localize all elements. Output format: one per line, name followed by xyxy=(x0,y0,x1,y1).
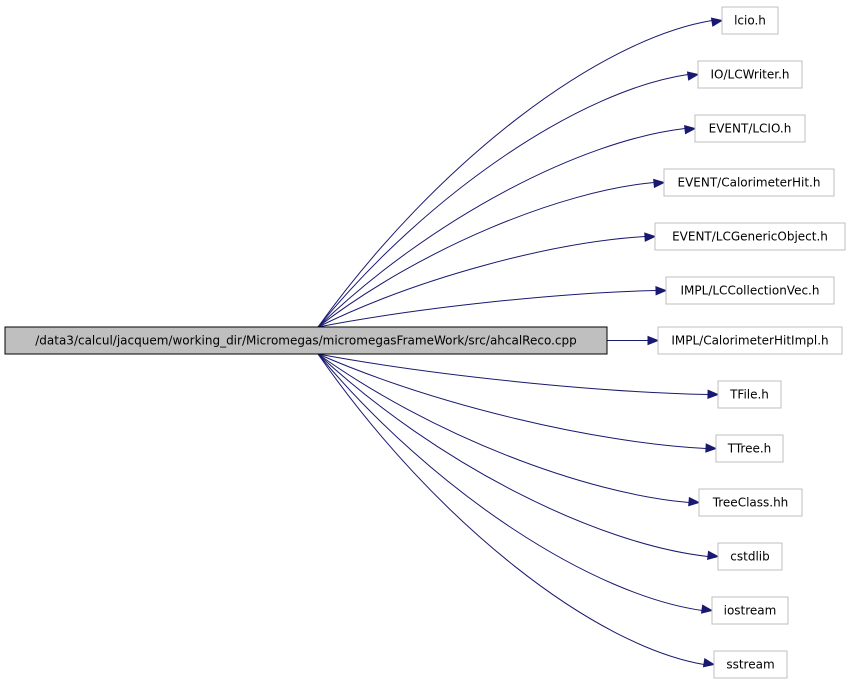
include-node[interactable]: lcio.h xyxy=(721,6,779,35)
include-node[interactable]: TTree.h xyxy=(715,434,784,463)
include-node[interactable]: TreeClass.hh xyxy=(698,488,803,517)
arrowhead-icon xyxy=(710,17,724,27)
include-node-label: lcio.h xyxy=(734,14,766,28)
include-node-label: IMPL/CalorimeterHitImpl.h xyxy=(671,334,828,348)
arrowhead-icon xyxy=(702,658,716,668)
include-edge xyxy=(317,182,655,328)
include-edge xyxy=(317,353,703,611)
arrowhead-icon xyxy=(655,286,668,296)
include-edge xyxy=(317,353,709,395)
arrowhead-icon xyxy=(686,71,700,81)
arrowhead-icon xyxy=(644,232,657,242)
include-node[interactable]: EVENT/LCIO.h xyxy=(694,114,806,143)
include-node[interactable]: EVENT/LCGenericObject.h xyxy=(654,222,846,251)
arrowhead-icon xyxy=(700,604,714,614)
arrowhead-icon xyxy=(647,335,660,346)
arrowhead-icon xyxy=(705,443,718,453)
source-file-label: /data3/calcul/jacquem/working_dir/Microm… xyxy=(35,334,577,348)
include-edge xyxy=(317,353,707,449)
include-node-label: iostream xyxy=(724,604,777,618)
include-edge xyxy=(317,74,689,328)
include-node[interactable]: TFile.h xyxy=(717,380,782,409)
source-file-node[interactable]: /data3/calcul/jacquem/working_dir/Microm… xyxy=(4,326,608,355)
include-node-label: IMPL/LCCollectionVec.h xyxy=(681,284,820,298)
include-node-label: cstdlib xyxy=(730,550,769,564)
arrowhead-icon xyxy=(707,389,720,400)
include-node[interactable]: EVENT/CalorimeterHit.h xyxy=(663,168,835,197)
include-node-label: TFile.h xyxy=(729,388,769,402)
include-node-label: EVENT/LCIO.h xyxy=(709,122,792,136)
include-node[interactable]: IO/LCWriter.h xyxy=(697,60,803,89)
include-edge xyxy=(317,236,646,328)
include-edge xyxy=(317,353,709,557)
arrowhead-icon xyxy=(707,550,720,561)
include-edge xyxy=(317,353,690,503)
include-node-label: EVENT/LCGenericObject.h xyxy=(672,230,828,244)
arrowhead-icon xyxy=(688,496,701,507)
arrowhead-icon xyxy=(653,178,666,189)
include-node-label: TreeClass.hh xyxy=(712,496,789,510)
include-edge xyxy=(317,128,686,328)
include-node-label: sstream xyxy=(726,658,774,672)
include-node-label: IO/LCWriter.h xyxy=(710,68,789,82)
include-node-label: EVENT/CalorimeterHit.h xyxy=(678,176,821,190)
include-node[interactable]: IMPL/CalorimeterHitImpl.h xyxy=(657,326,843,355)
include-node[interactable]: iostream xyxy=(711,596,789,625)
include-edge xyxy=(317,20,713,328)
include-node[interactable]: IMPL/LCCollectionVec.h xyxy=(665,276,835,305)
include-node[interactable]: sstream xyxy=(713,650,788,679)
include-edge xyxy=(317,353,705,665)
include-edge xyxy=(317,290,657,328)
arrowhead-icon xyxy=(684,124,697,135)
include-node[interactable]: cstdlib xyxy=(717,542,783,571)
include-node-label: TTree.h xyxy=(727,442,772,456)
